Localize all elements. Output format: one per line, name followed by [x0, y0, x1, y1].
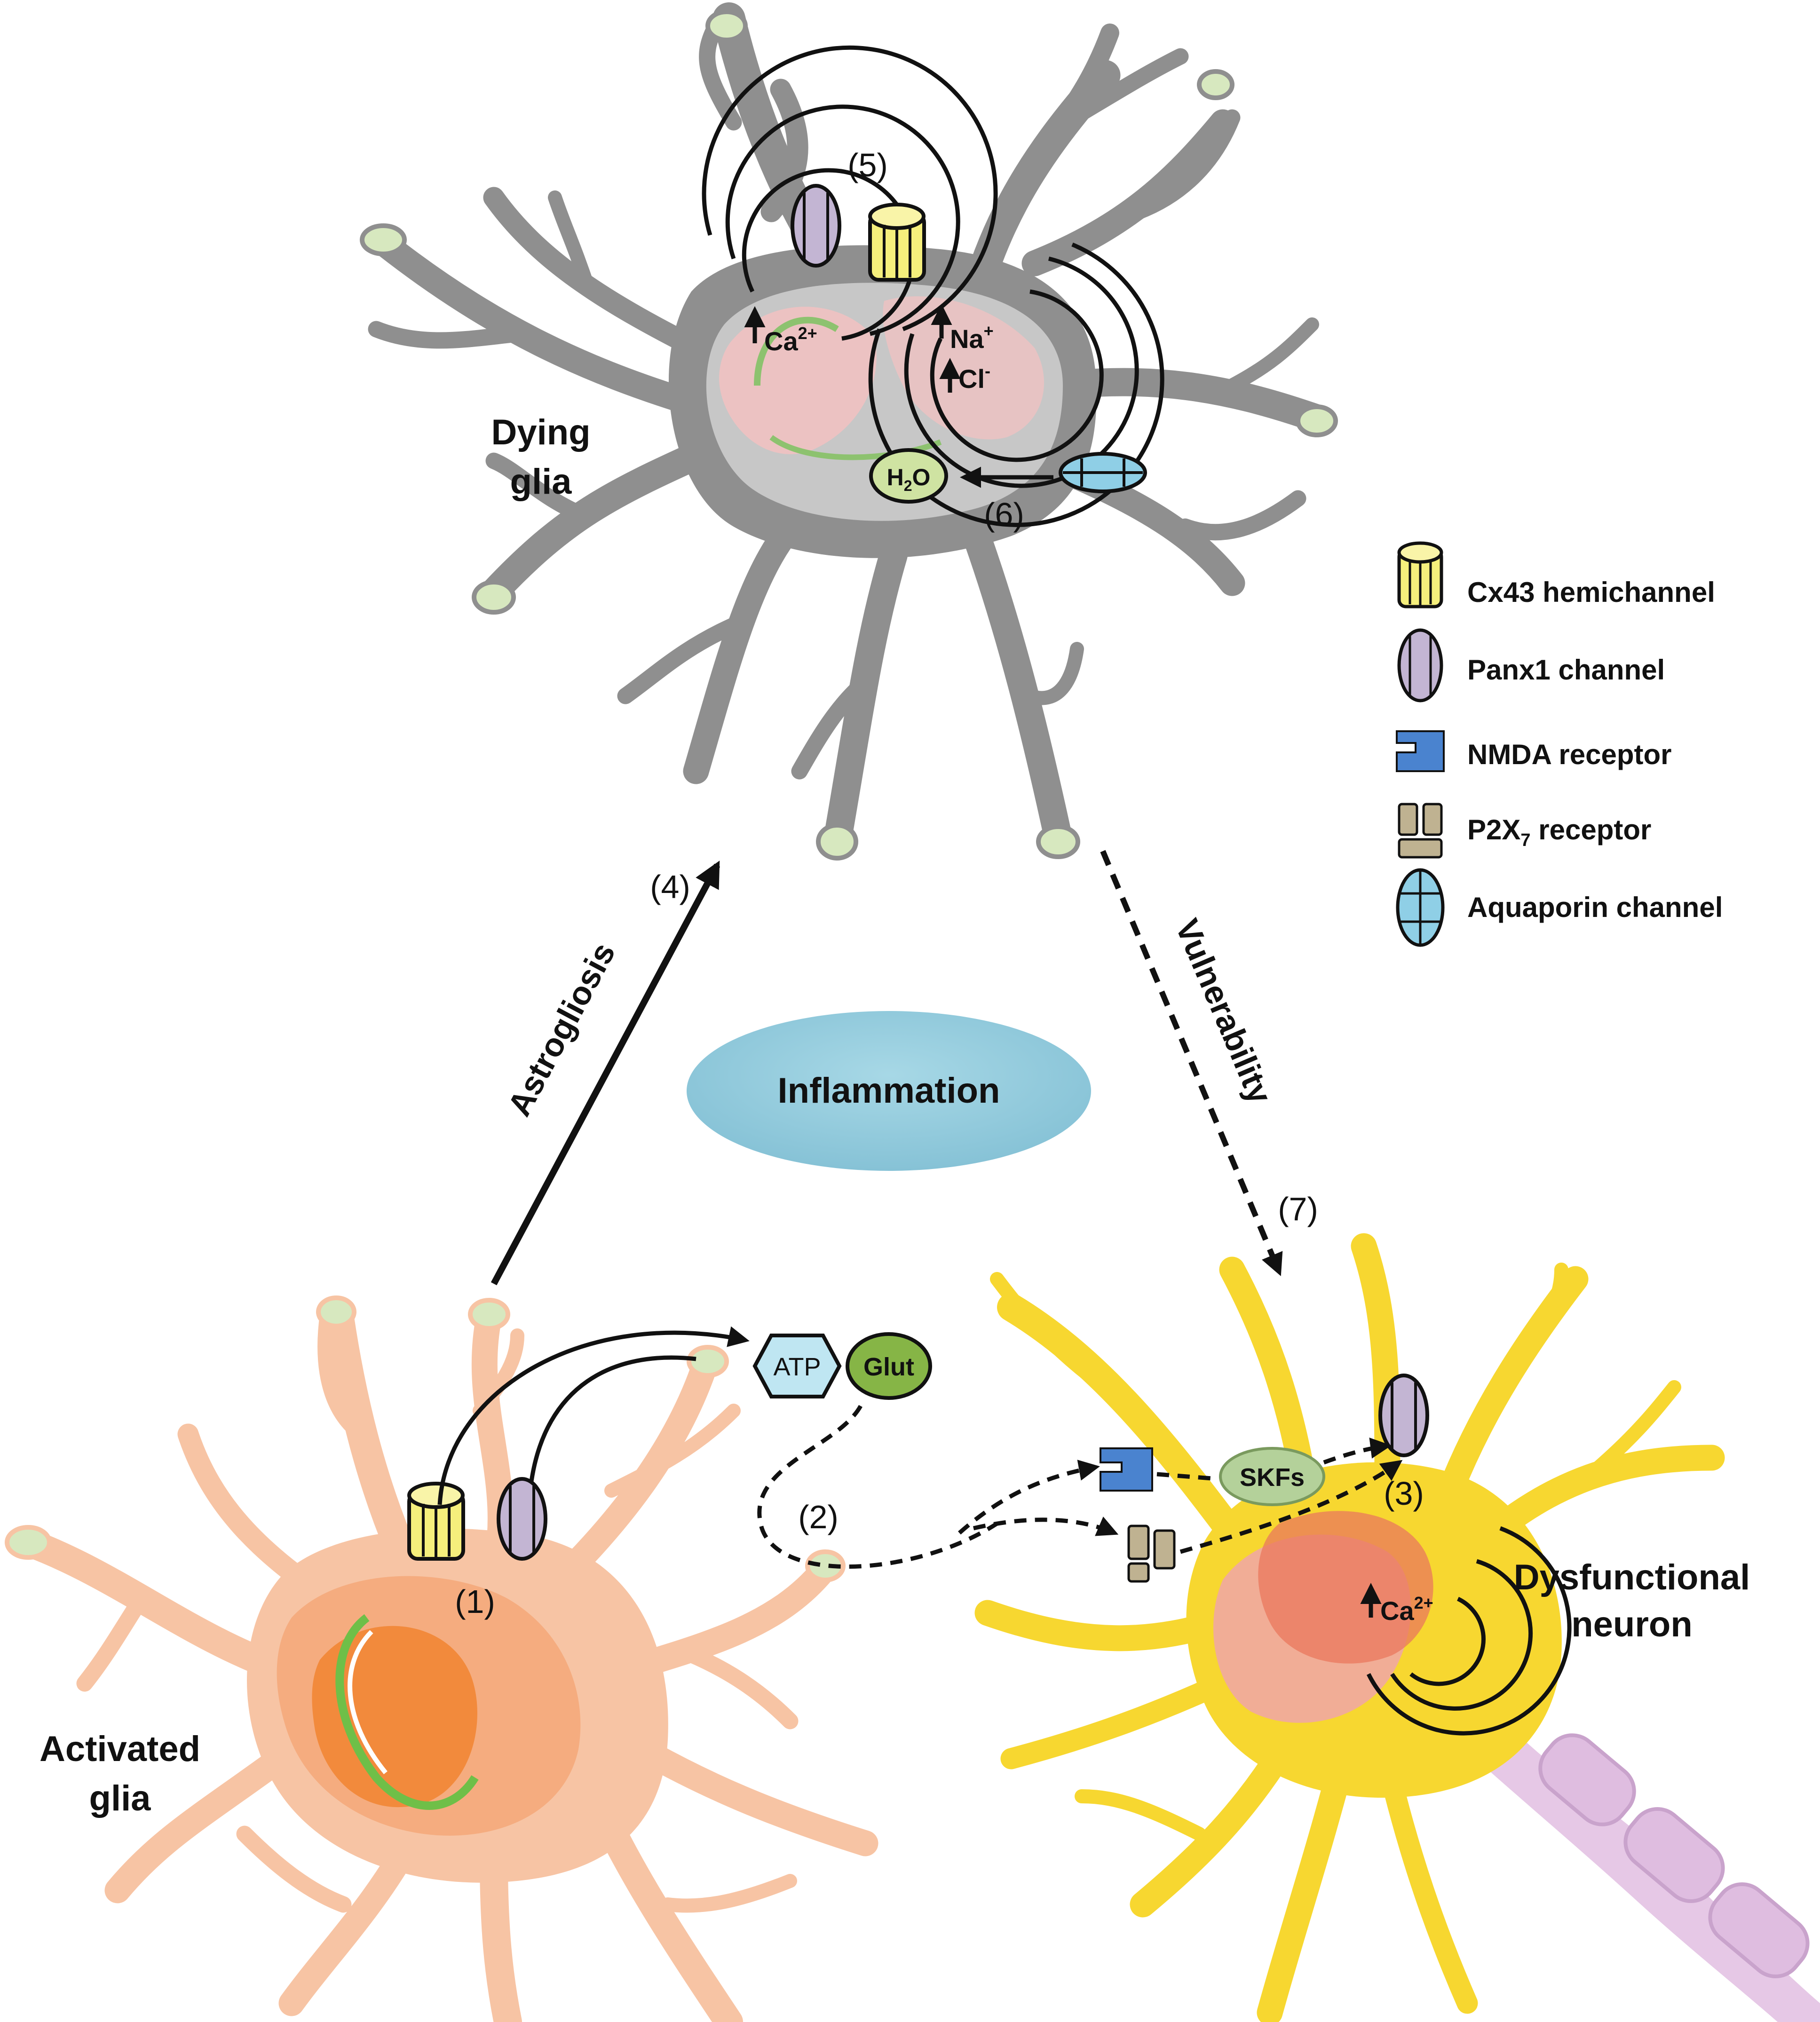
activated-glia-label-line1: Activated: [40, 1729, 200, 1769]
p2x7-receptor-neuron: [1127, 1524, 1176, 1583]
astrogliosis-label: Astrogliosis: [500, 937, 622, 1122]
cx43-hemichannel-activated: [407, 1482, 465, 1561]
legend-nmda-label: NMDA receptor: [1467, 739, 1672, 770]
myelin-sheath: [1538, 1733, 1810, 1979]
atp-label: ATP: [773, 1353, 821, 1381]
step-2-label: (2): [798, 1499, 839, 1535]
vulnerability-label: Vulnerability: [1169, 914, 1279, 1109]
to-p2x7-arrow: [973, 1516, 1119, 1536]
skfs-ellipse: [1219, 1447, 1325, 1506]
dying-glia-cell: [360, 2, 1338, 861]
neuron-nucleus: [1258, 1511, 1433, 1664]
nmda-to-skfs-arrow: [1156, 1472, 1219, 1481]
step-6-label: (6): [984, 496, 1024, 533]
aquaporin-channel-dying: [1059, 452, 1147, 493]
activated-glia-process-tips: [5, 1295, 846, 1582]
dysfunctional-neuron-label-line1: Dysfunctional: [1514, 1557, 1750, 1597]
legend-aquaporin-label: Aquaporin channel: [1467, 892, 1723, 923]
p2x7-to-panx1-arrow: [1179, 1460, 1403, 1554]
neuron-axon: [1486, 1740, 1820, 2022]
na-ion-label: Na+: [950, 321, 994, 354]
step-5-label: (5): [847, 147, 888, 183]
glut-label: Glut: [863, 1353, 914, 1381]
astrogliosis-arrow: [491, 861, 720, 1286]
legend: Cx43 hemichannel Panx1 channel NMDA rece…: [1396, 541, 1723, 947]
legend-panx1-label: Panx1 channel: [1467, 654, 1665, 686]
activated-glia-cell: [5, 1295, 878, 2022]
dying-glia-label-line1: Dying: [491, 412, 590, 452]
glut-ellipse: [846, 1332, 932, 1400]
step-1-label: (1): [455, 1583, 495, 1620]
panx1-channel-neuron: [1378, 1374, 1429, 1457]
panx1-channel-dying: [791, 184, 841, 268]
nmda-receptor-neuron: [1100, 1447, 1153, 1492]
legend-p2x7-label: P2X7 receptor: [1467, 814, 1651, 850]
dying-glia-nucleus: [719, 307, 877, 454]
legend-p2x7-icon: [1398, 803, 1443, 859]
legend-panx1-icon: [1397, 628, 1443, 703]
dysfunctional-neuron-label-line2: neuron: [1571, 1604, 1693, 1644]
cl-ion-label: Cl-: [958, 361, 990, 394]
atp-hexagon: [752, 1334, 842, 1398]
panx1-channel-activated: [497, 1477, 547, 1561]
ca-ion-label-neuron: Ca2+: [1380, 1593, 1433, 1626]
legend-cx43-icon: [1397, 541, 1443, 608]
ca-ion-label-dying: Ca2+: [764, 324, 817, 356]
skfs-label: SKFs: [1240, 1463, 1305, 1492]
step-3-label: (3): [1384, 1475, 1424, 1512]
legend-nmda-icon: [1396, 730, 1445, 772]
panx1-release-arrow: [529, 1355, 696, 1482]
cx43-hemichannel-dying: [868, 203, 926, 282]
h2o-bubble: [869, 448, 948, 504]
dying-glia-label-line2: glia: [510, 462, 572, 502]
step-7-label: (7): [1278, 1191, 1318, 1227]
legend-aquaporin-icon: [1396, 868, 1445, 947]
legend-cx43-label: Cx43 hemichannel: [1467, 577, 1715, 608]
skfs-to-panx1-arrow: [1323, 1438, 1392, 1465]
calcium-wave-arcs-neuron: [1366, 1526, 1572, 1736]
h2o-label: H2O: [887, 464, 931, 494]
dysfunctional-neuron-cell: [974, 1233, 1820, 2022]
to-nmda-arrow: [958, 1460, 1100, 1535]
cx43-release-arrow: [437, 1326, 750, 1505]
inflammation-label: Inflammation: [778, 1071, 1000, 1111]
calcium-wave-arcs-dying: [702, 45, 998, 341]
release-diffusion-path: [757, 1405, 998, 1569]
activated-glia-label-line2: glia: [89, 1778, 151, 1818]
dying-glia-process-tips: [360, 9, 1338, 861]
inflammation-ellipse: [687, 1011, 1091, 1171]
step-4-label: (4): [650, 869, 690, 905]
